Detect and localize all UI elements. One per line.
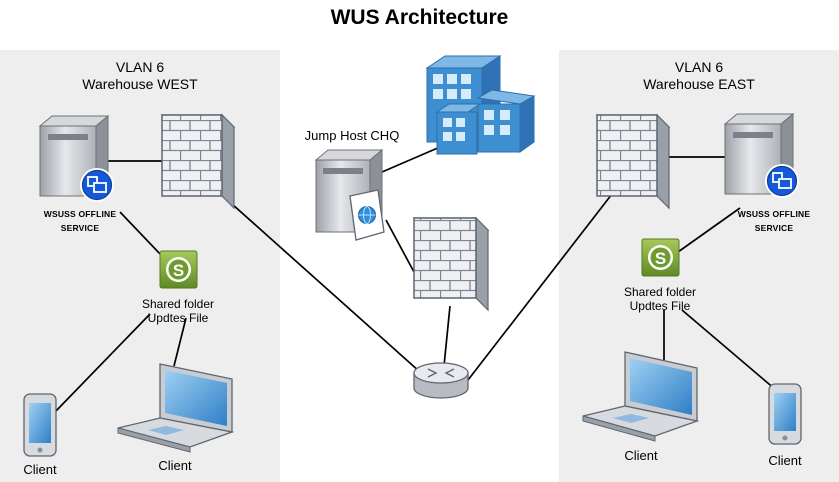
jump-host-label: Jump Host CHQ xyxy=(304,128,400,143)
server-icon xyxy=(723,112,795,196)
shared-folder-icon: S xyxy=(641,238,680,277)
firewall-icon xyxy=(412,216,490,312)
east-zone-label: VLAN 6 Warehouse EAST xyxy=(599,59,799,92)
east-service-line1: WSUSS OFFLINE xyxy=(737,209,811,219)
firewall-icon xyxy=(595,113,671,210)
laptop-icon xyxy=(117,363,235,453)
east-share-line1: Shared folder xyxy=(623,285,697,299)
svg-text:S: S xyxy=(655,249,666,268)
link-west-firewall-router xyxy=(231,203,421,373)
windows-service-badge-icon xyxy=(80,168,114,202)
west-client-laptop-label: Client xyxy=(158,458,192,473)
east-client-laptop-label: Client xyxy=(624,448,658,463)
west-vlan-label: VLAN 6 xyxy=(115,59,165,75)
firewall-icon xyxy=(160,113,236,210)
east-site-label: Warehouse EAST xyxy=(643,75,755,92)
diagram-title: WUS Architecture xyxy=(330,6,509,29)
west-share-line2: Updtes File xyxy=(147,311,209,326)
globe-document-icon xyxy=(349,189,385,241)
shared-folder-icon: S xyxy=(159,250,198,289)
link-east-share-phone xyxy=(681,309,777,391)
link-jumphost-firewall xyxy=(385,219,415,273)
east-service-label: WSUSS OFFLINE SERVICE xyxy=(714,207,834,236)
east-share-line2: Updtes File xyxy=(629,299,691,314)
east-client-phone-label: Client xyxy=(768,453,802,468)
windows-service-badge-icon xyxy=(765,164,799,198)
west-service-line2: SERVICE xyxy=(60,223,100,234)
link-west-share-phone xyxy=(54,313,151,413)
svg-text:S: S xyxy=(173,261,184,280)
link-west-share-laptop xyxy=(173,317,187,367)
west-site-label: Warehouse WEST xyxy=(82,75,198,92)
router-icon xyxy=(413,362,469,399)
link-jumphost-building xyxy=(381,146,441,173)
link-firewall-router xyxy=(443,305,451,367)
east-vlan-label: VLAN 6 xyxy=(674,59,724,75)
link-router-east-firewall xyxy=(467,193,613,381)
west-share-line1: Shared folder xyxy=(141,297,215,311)
west-zone-label: VLAN 6 Warehouse WEST xyxy=(40,59,240,92)
building-icon xyxy=(425,55,536,155)
link-west-server-share xyxy=(119,211,163,257)
phone-icon xyxy=(23,393,57,457)
east-service-line2: SERVICE xyxy=(754,223,794,234)
phone-icon xyxy=(768,383,802,445)
west-service-line1: WSUSS OFFLINE xyxy=(43,209,117,219)
west-service-label: WSUSS OFFLINE SERVICE xyxy=(20,207,140,236)
west-share-label: Shared folder Updtes File xyxy=(118,297,238,325)
link-east-server-share xyxy=(677,207,741,253)
west-client-phone-label: Client xyxy=(23,462,57,477)
laptop-icon xyxy=(582,351,700,442)
east-share-label: Shared folder Updtes File xyxy=(600,285,720,313)
